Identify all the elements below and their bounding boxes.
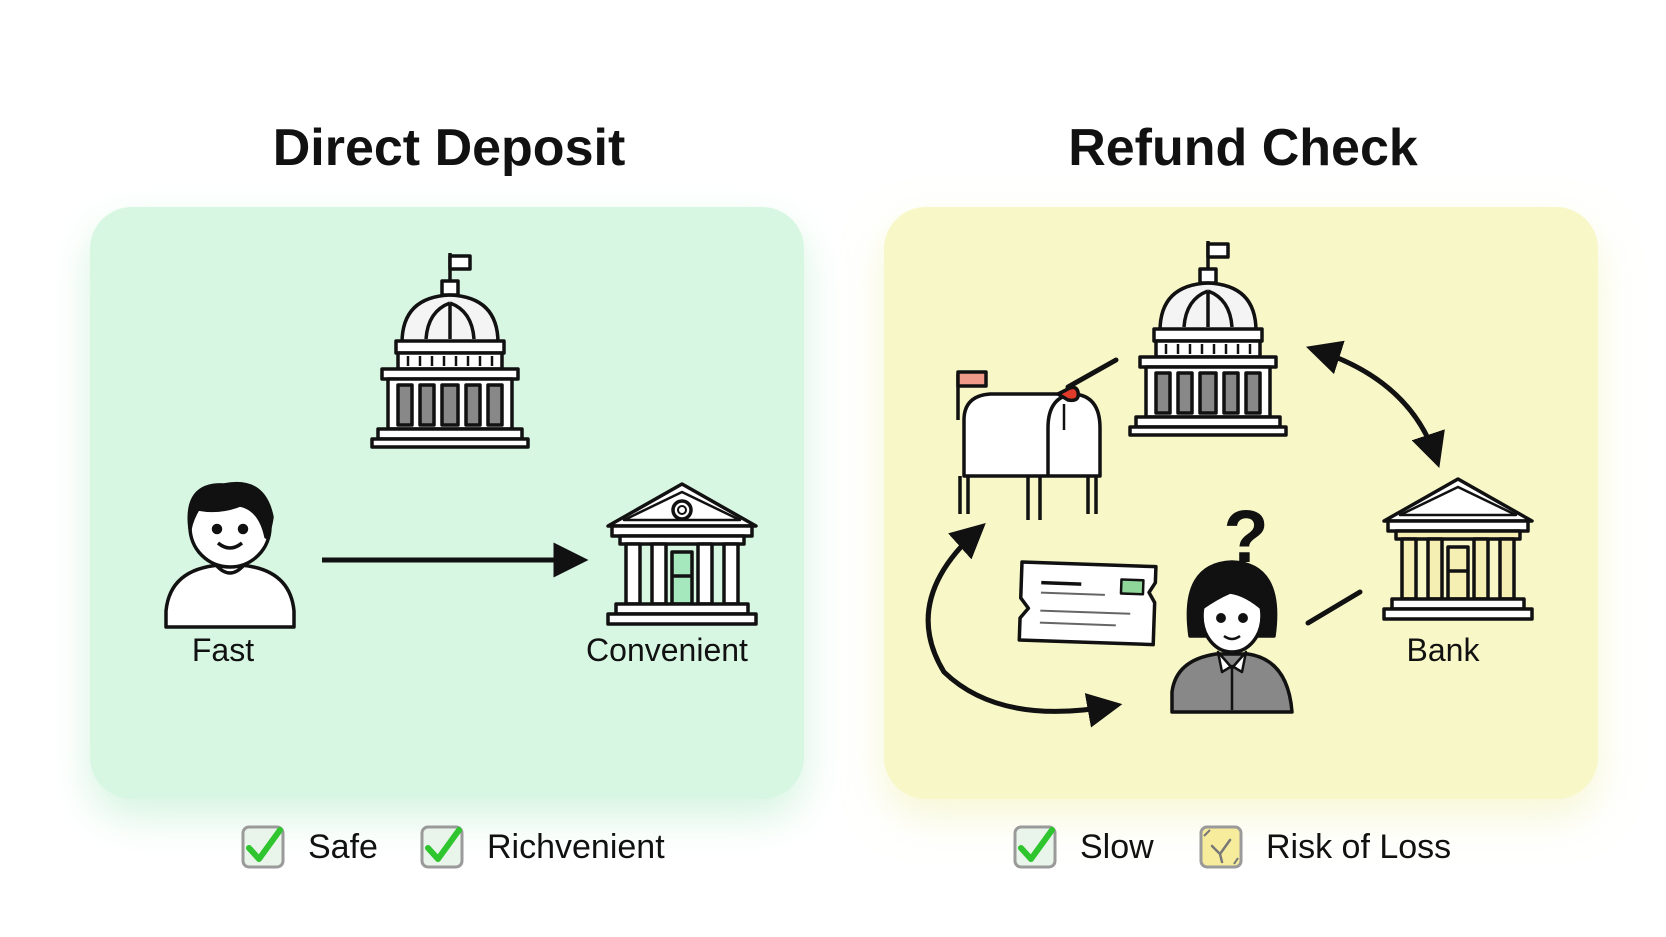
- legend-richvenient: Richvenient: [419, 822, 665, 872]
- label-fast: Fast: [191, 632, 255, 668]
- title-direct-deposit: Direct Deposit: [272, 119, 626, 177]
- yellow-warning-box-icon: [1198, 824, 1244, 870]
- mailbox-icon: [956, 370, 1102, 520]
- legend-risk-of-loss: Risk of Loss: [1198, 822, 1451, 872]
- label-bank: Bank: [1406, 632, 1480, 668]
- mail-connector-line: [1065, 357, 1119, 390]
- capitol-icon-right: [1128, 241, 1288, 437]
- title-refund-check: Refund Check: [1068, 119, 1418, 177]
- legend-slow: Slow: [1012, 822, 1154, 872]
- mail-check-arrow: [925, 522, 1123, 728]
- legend-label: Richvenient: [487, 827, 665, 866]
- bank-icon-right: [1382, 477, 1534, 621]
- capitol-bank-arrow: [1305, 340, 1445, 468]
- label-convenient: Convenient: [586, 632, 748, 668]
- legend-label: Safe: [308, 827, 378, 866]
- woman-icon: [1170, 560, 1294, 714]
- bank-icon: [606, 482, 758, 626]
- capitol-icon: [370, 253, 530, 449]
- legend-label: Slow: [1080, 827, 1154, 866]
- green-check-icon: [240, 824, 286, 870]
- green-check-icon: [419, 824, 465, 870]
- green-check-icon: [1012, 824, 1058, 870]
- refund-check-icon: [1017, 560, 1158, 647]
- legend-safe: Safe: [240, 822, 378, 872]
- person-icon: [164, 482, 296, 629]
- legend-label: Risk of Loss: [1266, 827, 1452, 866]
- bank-connector-line: [1305, 589, 1363, 626]
